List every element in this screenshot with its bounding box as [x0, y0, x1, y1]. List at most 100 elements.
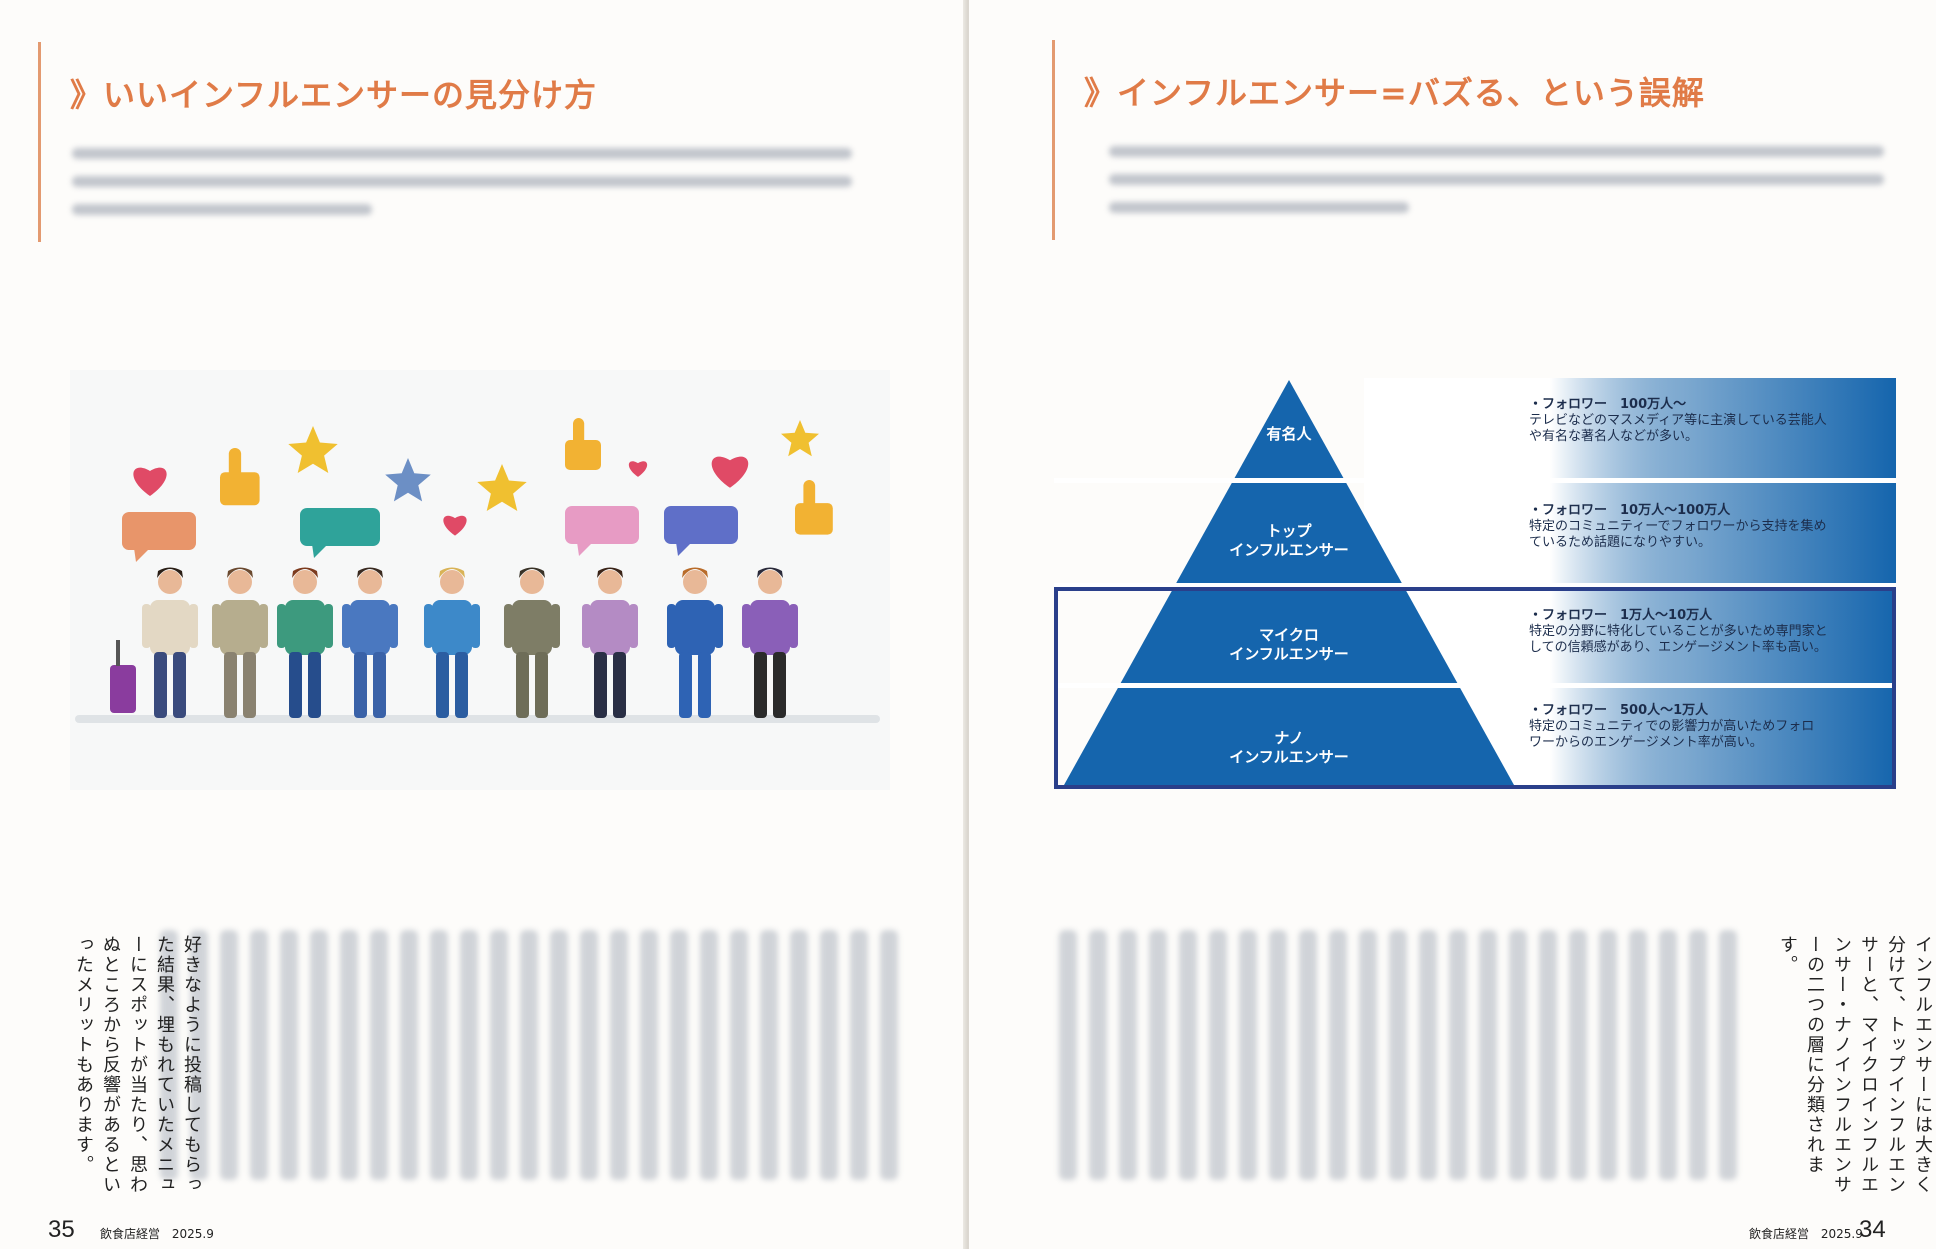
thumbs-up-icon-fist	[795, 503, 833, 535]
page-number: 35	[48, 1216, 75, 1243]
person-leg-left	[224, 652, 237, 718]
tier-desc-line: や有名な著名人などが多い。	[1529, 429, 1699, 444]
tier-heading: ・フォロワー 10万人〜100万人	[1529, 503, 1731, 518]
influencer-pyramid: 有名人 トップ インフルエンサー マイクロ インフルエンサー ナノ インフルエン…	[1054, 375, 1896, 795]
person-arm-right	[471, 604, 480, 648]
star-icon	[385, 458, 431, 502]
publication-title: 飲食店経営	[1749, 1227, 1810, 1241]
person-hair	[682, 567, 708, 578]
thumbs-up-icon	[220, 448, 260, 506]
person-hair	[597, 567, 623, 578]
person-head	[683, 570, 707, 594]
person-leg-left	[594, 652, 607, 718]
body-text-visible: 好きなように投稿してもらった結果、埋もれていたメニューにスポットが当たり、思わぬ…	[73, 935, 202, 1195]
page-number: 34	[1859, 1216, 1886, 1243]
person-leg-right	[613, 652, 626, 718]
suitcase-handle	[116, 640, 120, 666]
person-torso	[285, 600, 325, 655]
person-head	[440, 570, 464, 594]
publication-title: 飲食店経営	[100, 1227, 161, 1241]
tier-separator-3	[1054, 683, 1896, 688]
tier-desc-top: ・フォロワー 10万人〜100万人 特定のコミュニティーでフォロワーから支持を集…	[1529, 503, 1826, 551]
thumbs-up-icon	[565, 418, 601, 470]
person-leg-right	[173, 652, 186, 718]
speech-bubble-teal	[300, 508, 380, 558]
person-leg-right	[773, 652, 786, 718]
tier-label-nano: ナノ インフルエンサー	[1229, 729, 1349, 766]
page-34: 》インフルエンサー=バズる、という誤解 有名人 トップ インフルエンサー マイク…	[969, 0, 1936, 1249]
person-arm-left	[424, 604, 433, 648]
thumbs-up-icon-thumb	[573, 418, 585, 446]
person-torso	[750, 600, 790, 655]
person-torso	[590, 600, 630, 655]
person-arm-right	[551, 604, 560, 648]
tier-desc-celebrity: ・フォロワー 100万人〜 テレビなどのマスメディア等に主演している芸能人 や有…	[1529, 397, 1827, 445]
issue-date: 2025.9	[1820, 1227, 1863, 1241]
tier-desc-micro: ・フォロワー 1万人〜10万人 特定の分野に特化していることが多いため専門家と …	[1529, 608, 1828, 656]
speech-bubble-pink-body	[565, 506, 639, 544]
person-leg-left	[679, 652, 692, 718]
person-torso	[432, 600, 472, 655]
title-accent-bar	[38, 42, 41, 242]
page-title: 》いいインフルエンサーの見分け方	[70, 76, 598, 114]
person-leg-right	[308, 652, 321, 718]
body-text-visible: インフルエンサーには大きく分けて、トップインフルエンサーと、マイクロインフルエン…	[1777, 935, 1933, 1195]
tier-separator-1	[1054, 478, 1896, 483]
person-figure-1	[142, 567, 198, 718]
person-head	[520, 570, 544, 594]
person-torso	[675, 600, 715, 655]
person-leg-right	[243, 652, 256, 718]
person-arm-right	[389, 604, 398, 648]
speech-bubble-purple-body	[664, 506, 738, 544]
person-figure-2	[212, 567, 268, 718]
speech-bubble-pink-tail	[577, 542, 593, 556]
heart-icon	[443, 515, 467, 536]
person-arm-left	[212, 604, 221, 648]
person-arm-right	[259, 604, 268, 648]
speech-bubble-teal-body	[300, 508, 380, 546]
speech-bubble-orange-tail	[134, 548, 150, 562]
person-torso	[150, 600, 190, 655]
person-head	[358, 570, 382, 594]
thumbs-up-icon	[795, 480, 833, 535]
person-head	[293, 570, 317, 594]
person-leg-right	[373, 652, 386, 718]
person-leg-left	[754, 652, 767, 718]
tier-desc-line: ワーからのエンゲージメント率が高い。	[1529, 735, 1763, 750]
person-arm-left	[277, 604, 286, 648]
tier-desc-line: ているため話題になりやすい。	[1529, 535, 1712, 550]
title-accent-bar	[1052, 40, 1055, 240]
tier-heading: ・フォロワー 1万人〜10万人	[1529, 608, 1713, 623]
star-icon	[288, 426, 338, 473]
person-leg-left	[154, 652, 167, 718]
person-figure-7	[582, 567, 638, 718]
person-head	[758, 570, 782, 594]
person-leg-right	[535, 652, 548, 718]
person-figure-6	[504, 567, 560, 718]
thumbs-up-icon-thumb	[803, 480, 816, 510]
speech-bubble-teal-tail	[312, 544, 328, 558]
person-leg-right	[698, 652, 711, 718]
thumbs-up-icon-thumb	[228, 448, 242, 479]
person-hair	[227, 567, 253, 578]
person-arm-left	[667, 604, 676, 648]
heart-icon	[711, 456, 749, 488]
speech-bubble-orange-body	[122, 512, 196, 550]
person-arm-left	[742, 604, 751, 648]
person-arm-right	[189, 604, 198, 648]
person-hair	[519, 567, 545, 578]
tier-heading: ・フォロワー 100万人〜	[1529, 397, 1687, 412]
person-figure-5	[424, 567, 480, 718]
speech-bubble-pink	[565, 506, 639, 556]
highlight-frame	[1054, 587, 1896, 789]
person-torso	[350, 600, 390, 655]
person-leg-left	[516, 652, 529, 718]
person-arm-right	[789, 604, 798, 648]
tier-desc-line: 特定のコミュニティでの影響力が高いためフォロ	[1529, 719, 1815, 734]
suitcase	[110, 665, 136, 713]
person-figure-3	[277, 567, 333, 718]
person-hair	[439, 567, 465, 578]
thumbs-up-icon-fist	[220, 472, 260, 506]
thumbs-up-icon-fist	[565, 440, 601, 470]
